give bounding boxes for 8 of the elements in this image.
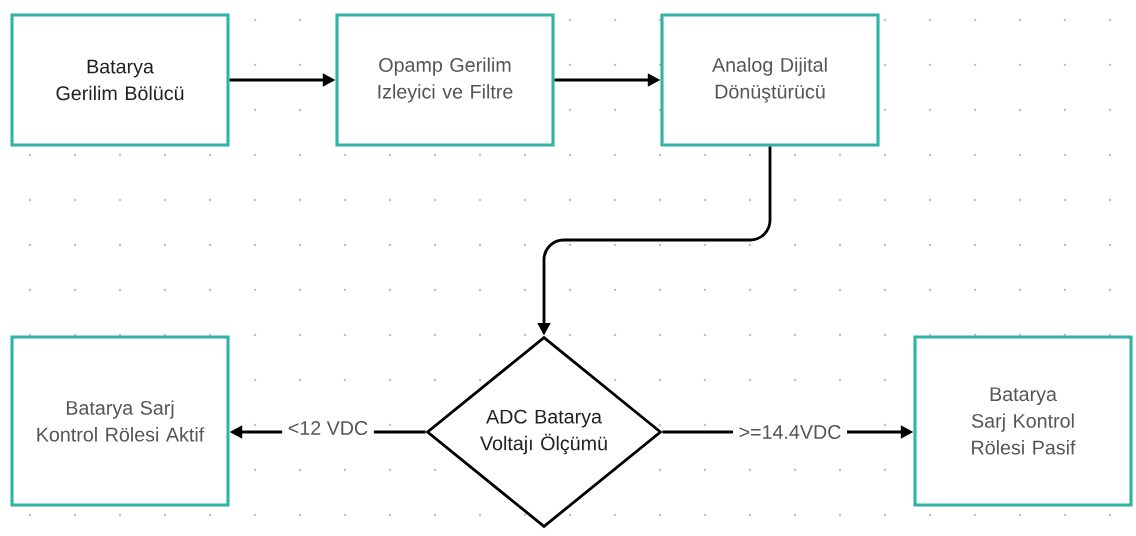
process-box: Analog Dijital Dönüştürücü: [660, 13, 880, 147]
process-box: Batarya Gerilim Bölücü: [10, 13, 230, 147]
edge-label: >=14.4VDC: [732, 419, 848, 445]
process-box: Batarya Sarj Kontrol Rölesi Aktif: [10, 335, 230, 507]
node-label: ADC Batarya Voltajı Ölçümü: [480, 409, 607, 455]
edge-label: <12 VDC: [282, 415, 374, 441]
process-box: Opamp Gerilim Izleyici ve Filtre: [335, 13, 555, 147]
process-box: Batarya Sarj Kontrol Rölesi Pasif: [913, 335, 1133, 507]
